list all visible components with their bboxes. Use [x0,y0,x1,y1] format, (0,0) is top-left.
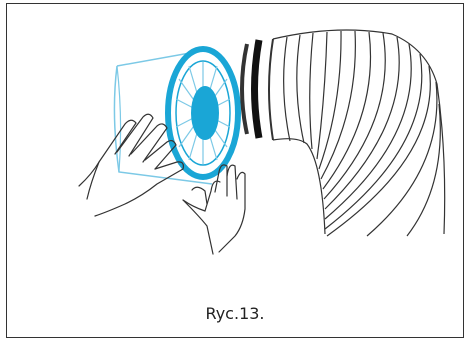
installation-illustration [7,4,465,284]
right-hand-icon [183,165,245,254]
flexible-duct-icon [242,30,445,236]
figure-frame: Ryc.13. [6,3,464,338]
figure-caption: Ryc.13. [7,304,463,323]
fan-unit-icon [114,49,238,184]
